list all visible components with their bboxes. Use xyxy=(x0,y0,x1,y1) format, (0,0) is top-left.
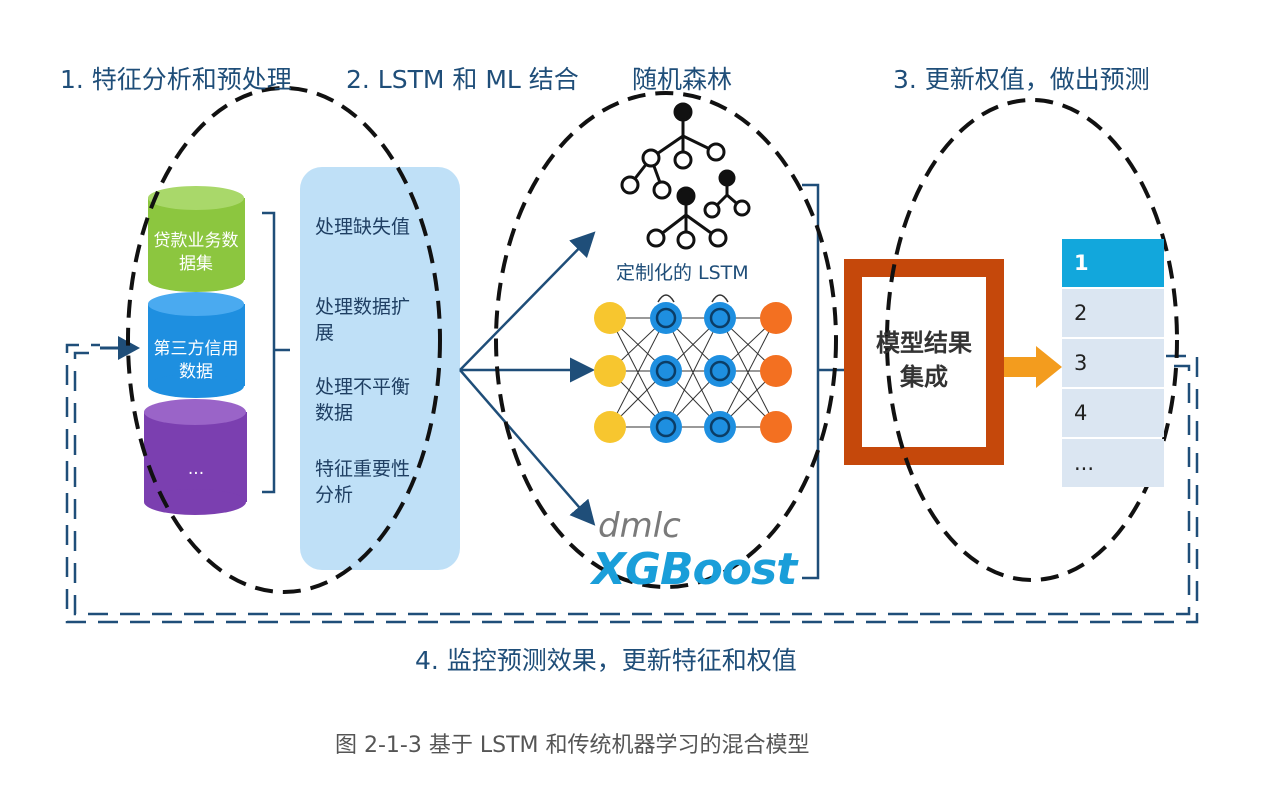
stage-ellipse-2 xyxy=(494,91,838,589)
dataset-label-third-party: 第三方信用数据 xyxy=(153,339,239,382)
nn-node xyxy=(760,411,792,443)
step-2-title: 2. LSTM 和 ML 结合 xyxy=(346,65,579,94)
nn-node xyxy=(760,302,792,334)
ranking-item-4: 4 xyxy=(1062,389,1164,437)
nn-edge xyxy=(665,317,721,428)
dataset-cylinder-loan xyxy=(148,186,245,292)
nn-node-core xyxy=(655,307,677,329)
step-3-title: 3. 更新权值，做出预测 xyxy=(893,65,1150,94)
nn-node-core xyxy=(709,307,731,329)
dataset-label-loan: 贷款业务数据集 xyxy=(153,231,239,274)
ranking-item-1: 1 xyxy=(1062,239,1164,287)
nn-edge xyxy=(719,317,777,428)
dataset-label-other: ... xyxy=(187,459,205,479)
custom-lstm-label: 定制化的 LSTM xyxy=(616,262,749,284)
random-forest-title: 随机森林 xyxy=(632,65,733,94)
nn-node xyxy=(650,355,682,387)
feedback-arrow-head xyxy=(118,336,140,360)
dataset-cylinder-other xyxy=(144,399,247,515)
nn-node xyxy=(650,302,682,334)
nn-node xyxy=(594,355,626,387)
nn-node-core xyxy=(655,360,677,382)
ranking-item-3: 3 xyxy=(1062,339,1164,387)
model-bracket xyxy=(802,183,844,580)
preprocess-item: 特征重要性分析 xyxy=(315,458,411,506)
nn-node xyxy=(704,355,736,387)
fanout-arrows xyxy=(459,231,596,526)
dmlc-logo-text: dmlc xyxy=(598,506,681,546)
preprocess-item: 处理缺失值 xyxy=(315,216,411,238)
nn-recurrent-loop xyxy=(657,294,675,303)
dataset-bracket xyxy=(262,211,290,494)
nn-node xyxy=(704,302,736,334)
nn-node xyxy=(704,411,736,443)
ensemble-label: 模型结果集成 xyxy=(876,329,972,391)
preprocess-item: 处理数据扩展 xyxy=(315,296,411,344)
nn-edge xyxy=(609,317,667,428)
nn-node xyxy=(594,302,626,334)
lstm-network-icon xyxy=(594,294,792,443)
step-4-title: 4. 监控预测效果，更新特征和权值 xyxy=(415,646,797,675)
nn-node xyxy=(594,411,626,443)
ranking-item-more: ... xyxy=(1062,439,1164,487)
dataset-cylinder-third-party xyxy=(148,292,245,398)
stage-ellipses xyxy=(126,86,1179,594)
stage-ellipse-1 xyxy=(126,86,442,594)
nn-node-core xyxy=(655,416,677,438)
nn-node xyxy=(760,355,792,387)
nn-node-core xyxy=(709,360,731,382)
xgboost-logo-text: XGBoost xyxy=(592,544,797,595)
stage-ellipse-3 xyxy=(885,98,1179,582)
step-1-title: 1. 特征分析和预处理 xyxy=(60,65,292,94)
preprocessing-panel xyxy=(300,167,460,570)
feedback-loop xyxy=(65,343,1199,624)
preprocess-item: 处理不平衡数据 xyxy=(315,376,411,424)
nn-node-core xyxy=(709,416,731,438)
ranking-item-2: 2 xyxy=(1062,289,1164,337)
result-arrow xyxy=(1004,346,1062,388)
nn-node xyxy=(650,411,682,443)
nn-recurrent-loop xyxy=(711,294,729,303)
figure-caption: 图 2-1-3 基于 LSTM 和传统机器学习的混合模型 xyxy=(335,733,810,758)
random-forest-icon xyxy=(620,102,751,250)
ensemble-box xyxy=(844,259,1004,465)
